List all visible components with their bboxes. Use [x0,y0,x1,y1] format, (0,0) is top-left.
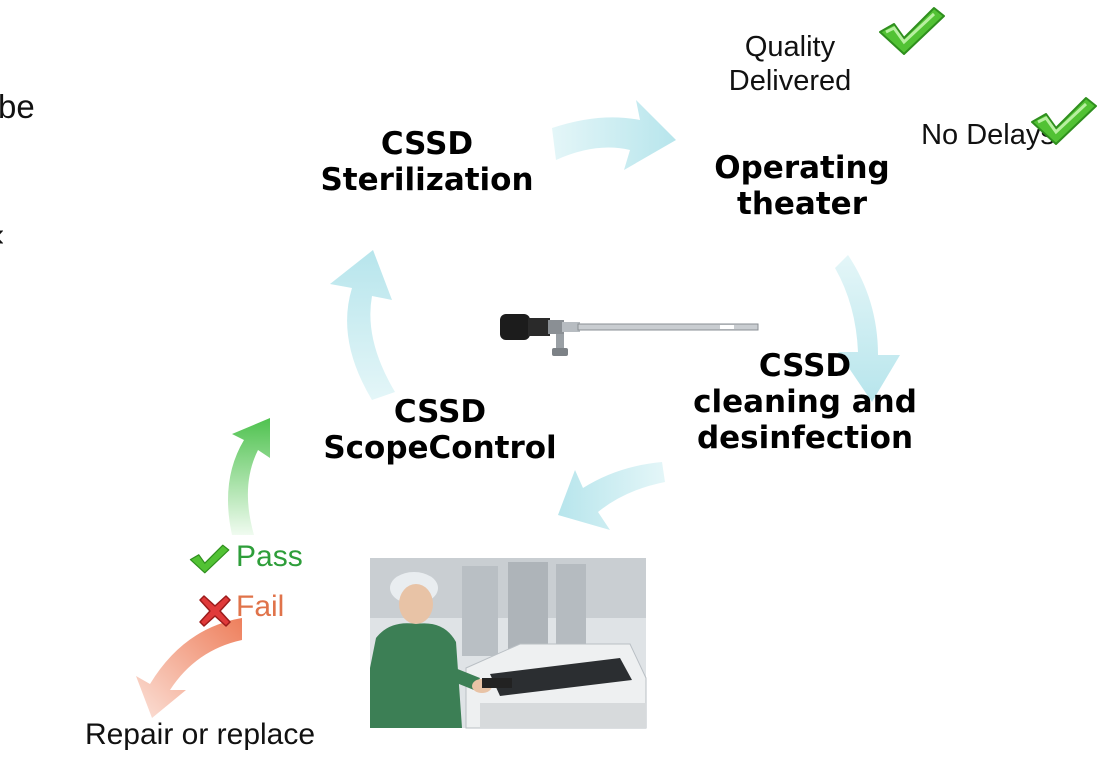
stage-cleaning: CSSD cleaning and desinfection [693,348,917,456]
edge-fragment-top: be [0,88,35,125]
stage-operating-theater: Operating theater [714,150,890,222]
cross-icon [199,595,231,627]
pass-label: Pass [236,540,303,573]
photo-technician [370,558,647,729]
check-icon [879,7,945,55]
fail-label: Fail [236,590,285,623]
edge-fragment-middle: « [0,216,4,254]
arrow-left [330,250,395,400]
arrow-bottom [558,462,665,530]
arrow-top [552,100,676,170]
endoscope-image [500,314,759,356]
arrow-fail [136,618,242,718]
note-no-delays: No Delays [921,119,1055,151]
arrow-right [835,255,900,402]
stage-scope-control: CSSD ScopeControl [323,394,557,466]
arrow-pass [228,418,270,535]
check-icon [189,544,230,574]
note-repair-or-replace: Repair or replace [84,718,316,751]
stage-sterilization: CSSD Sterilization [320,126,534,198]
check-icon [1031,97,1097,145]
note-quality-delivered: Quality Delivered [728,31,852,97]
